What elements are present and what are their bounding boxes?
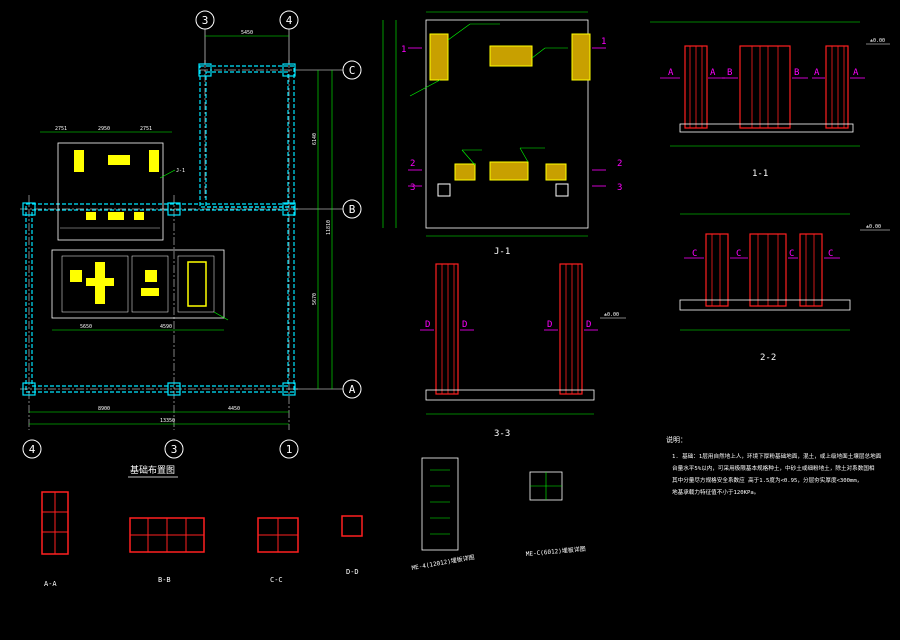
section-2-2-title: 2-2	[760, 353, 776, 363]
dim-top-span: 5450	[241, 30, 253, 36]
axis-label-bottom-4: 4	[29, 443, 36, 456]
section-3-3-title: 3-3	[494, 429, 510, 439]
dim-inner-1: 5650	[80, 324, 92, 330]
section-j1: 1 1 2 2 3 3 J-1	[382, 11, 622, 257]
section-dd-title: D-D	[346, 568, 359, 576]
mark-C-4: C	[828, 249, 833, 259]
notes-line-2: 台量水平5%以内，可采用极限基本规格种土，中砂土或细粉地土，除土对系数国相	[672, 464, 875, 472]
mark-2-right: 2	[617, 159, 622, 169]
foundation-plan: 3 4 5450 C B A 6140 5670 11810	[20, 10, 362, 478]
axis-label-B: B	[349, 203, 356, 216]
grid-axis-right: C B A 6140 5670 11810	[295, 60, 362, 399]
notes-line-3: 其中分量尽方规格安全系数应 高于1.5度为<0.95，分层夯实厚度<300mm，	[672, 476, 862, 484]
mark-A-3: A	[814, 68, 820, 78]
section-aa-title: A-A	[44, 580, 57, 588]
mark-C-2: C	[736, 249, 741, 259]
embed-detail-2-title: ME-C(6012)埋板详图	[525, 545, 586, 558]
section-1-1-title: 1-1	[752, 169, 768, 179]
plan-leader-j1: J-1	[176, 168, 185, 174]
section-j1-title: J-1	[494, 247, 510, 257]
embed-plate-details: ME-4(12012)埋板详图 ME-C(6012)埋板详图	[411, 457, 586, 572]
dim-bottom-1: 8900	[98, 406, 110, 412]
notes-line-4: 地基承载力特征值不小于120KPa。	[672, 488, 759, 496]
building-outline	[25, 65, 295, 393]
mark-D-2: D	[462, 320, 467, 330]
dim-top-c: 2751	[140, 126, 152, 132]
grid-lines	[20, 60, 300, 430]
axis-label-bottom-3: 3	[171, 443, 178, 456]
section-cc-title: C-C	[270, 576, 283, 584]
mark-D-1: D	[425, 320, 430, 330]
grid-axis-top: 3 4 5450	[195, 10, 299, 64]
plan-title: 基础布置图	[130, 464, 175, 476]
axis-label-bottom-1: 1	[286, 443, 293, 456]
axis-label-top-3: 3	[202, 14, 209, 27]
grid-axis-bottom: 8900 4450 13350 4 3 1	[22, 406, 299, 459]
mark-1-right: 1	[601, 37, 606, 47]
foundation-lower: 5650 4590	[51, 249, 229, 331]
dim-right-1: 6140	[312, 133, 318, 145]
axis-label-top-4: 4	[286, 14, 293, 27]
dim-top-a: 2751	[55, 126, 67, 132]
dim-inner-2: 4590	[160, 324, 172, 330]
column-sections: A-A B-B C-C D-D	[41, 491, 363, 588]
mark-3-left: 3	[410, 183, 415, 193]
foundation-upper: 2751 2950 2751 J-1	[40, 126, 185, 241]
notes-line-1: 1. 基础：1层用自然地上人，环境下厚粉基础地面，混土，或上级地面土壤层总地面	[672, 452, 882, 460]
notes-heading: 说明：	[666, 435, 687, 444]
mark-2-left: 2	[410, 159, 415, 169]
mark-D-4: D	[586, 320, 591, 330]
mark-C-1: C	[692, 249, 697, 259]
section-3-3: D D D D ±0.00 3-3	[420, 263, 626, 439]
section-2-2: C C C C ±0.00 2-2	[679, 213, 890, 363]
mark-A-4: A	[853, 68, 859, 78]
general-notes: 说明： 1. 基础：1层用自然地上人，环境下厚粉基础地面，混土，或上级地面土壤层…	[666, 435, 882, 496]
axis-label-A: A	[349, 383, 356, 396]
mark-D-3: D	[547, 320, 552, 330]
elev-3-3-top: ±0.00	[604, 312, 619, 318]
elev-2-2-top: ±0.00	[866, 224, 881, 230]
mark-3-right: 3	[617, 183, 622, 193]
plan-columns	[22, 63, 296, 396]
mark-B-1: B	[727, 68, 732, 78]
mark-C-3: C	[789, 249, 794, 259]
dim-right-total: 11810	[326, 220, 332, 235]
mark-A-1: A	[668, 68, 674, 78]
mark-B-2: B	[794, 68, 799, 78]
embed-detail-1-title: ME-4(12012)埋板详图	[411, 553, 475, 572]
elev-1-1-top: ±0.00	[870, 38, 885, 44]
section-bb-title: B-B	[158, 576, 171, 584]
section-1-1: A A B B A A ±0.00 1-1	[650, 21, 890, 179]
axis-label-C: C	[349, 64, 356, 77]
mark-1-left: 1	[401, 45, 406, 55]
dim-bottom-2: 4450	[228, 406, 240, 412]
dim-right-2: 5670	[312, 293, 318, 305]
mark-A-2: A	[710, 68, 716, 78]
dim-top-b: 2950	[98, 126, 110, 132]
dim-bottom-total: 13350	[160, 418, 175, 424]
